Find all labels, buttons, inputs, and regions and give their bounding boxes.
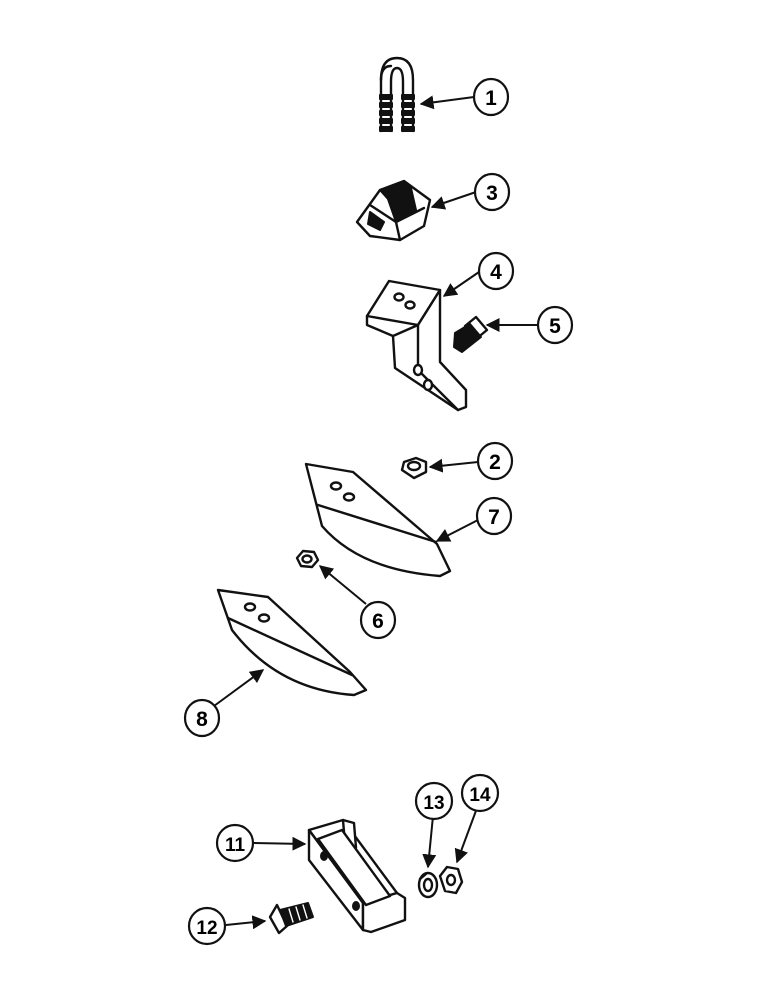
callout-11: 11 [215,823,255,863]
bracket-part [365,279,468,412]
callout-label-12: 12 [196,918,217,939]
bolt-part [453,315,489,353]
blade-upper-part [304,462,452,578]
callout-label-7: 7 [488,506,500,529]
callout-label-11: 11 [225,835,246,856]
callout-1: 1 [472,77,510,117]
washer-part [295,549,320,569]
callout-label-4: 4 [490,261,502,284]
callout-8: 8 [183,698,221,738]
callout-2: 2 [476,441,514,481]
callout-label-8: 8 [196,708,208,731]
callout-label-13: 13 [423,793,444,814]
channel-bracket-part [307,818,407,934]
countersunk-bolt-part [268,902,314,935]
blade-lower-part [216,588,368,697]
callout-label-6: 6 [372,610,384,633]
hex-nut-part [438,865,464,895]
callout-7: 7 [475,496,513,536]
nut-part [400,456,428,480]
callout-label-1: 1 [485,87,497,110]
callout-6: 6 [359,600,397,640]
callout-label-14: 14 [469,785,491,806]
callout-label-3: 3 [486,182,498,205]
callout-13: 13 [414,781,454,821]
callout-14: 14 [460,773,500,813]
callout-3: 3 [473,172,511,212]
callout-label-2: 2 [489,451,501,474]
callout-label-5: 5 [549,315,561,338]
split-washer-part [417,871,439,899]
callout-12: 12 [187,906,227,946]
callout-5: 5 [536,305,574,345]
callout-4: 4 [477,251,515,291]
clamp-block-part [355,179,432,242]
u-bolt-part [379,56,415,133]
leader-lines [213,95,538,930]
